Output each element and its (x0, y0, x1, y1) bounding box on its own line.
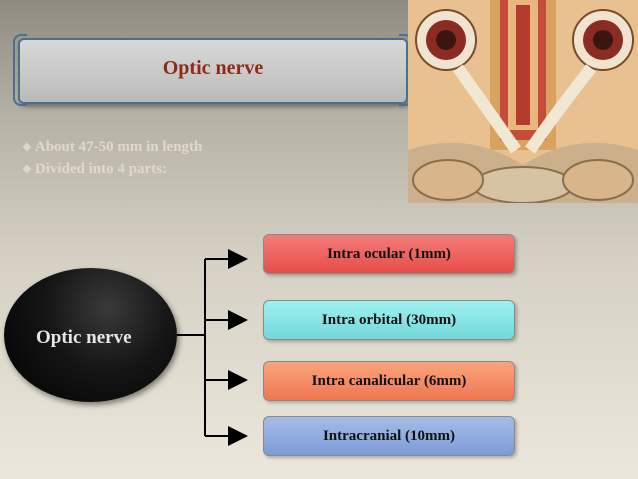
diamond-bullet-icon: ❖ (22, 163, 32, 176)
bullet-text: About 47-50 mm in length (34, 138, 203, 155)
bullet-list: ❖ About 47-50 mm in length ❖ Divided int… (22, 136, 202, 180)
optic-nerve-node (4, 268, 177, 402)
bullet-item: ❖ About 47-50 mm in length (22, 136, 202, 158)
part-intra-orbital: Intra orbital (30mm) (263, 300, 515, 340)
part-intracranial: Intracranial (10mm) (263, 416, 515, 456)
bullet-text: Divided into 4 parts: (34, 160, 167, 177)
title-banner: Optic nerve (13, 34, 413, 106)
optic-nerve-node-label: Optic nerve (36, 327, 132, 348)
slide-title: Optic nerve (162, 57, 264, 79)
diamond-bullet-icon: ❖ (22, 141, 32, 154)
part-intra-canalicular: Intra canalicular (6mm) (263, 361, 515, 401)
part-intra-ocular: Intra ocular (1mm) (263, 234, 515, 274)
bullet-item: ❖ Divided into 4 parts: (22, 158, 202, 180)
anatomy-image (408, 0, 638, 203)
